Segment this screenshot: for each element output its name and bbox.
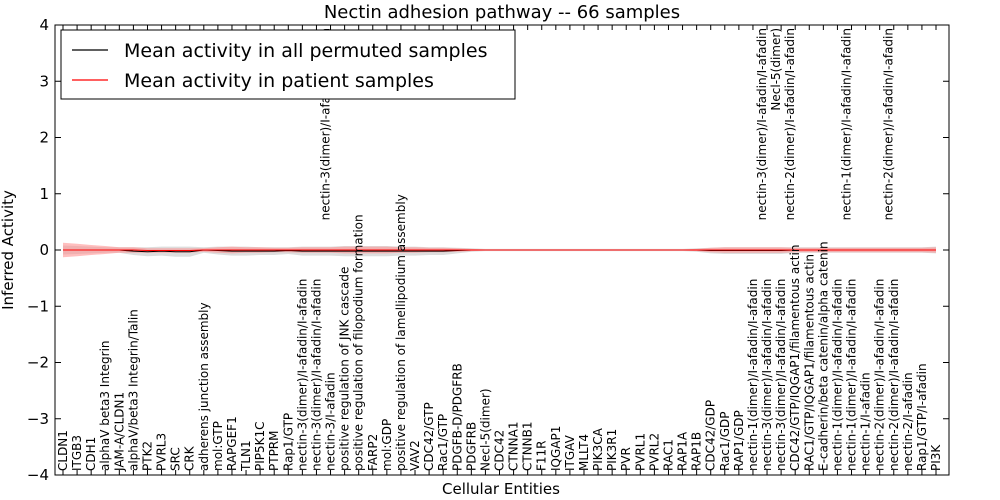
x-tick-label: nectin-3(dimer)/I-afadin/I-afadin: [309, 279, 323, 471]
x-tick-label: PDGFRB: [464, 422, 478, 471]
x-tick-label: RAP1A: [676, 431, 690, 471]
y-tick-label: 1: [39, 185, 49, 203]
series-line-1: [63, 249, 936, 252]
x-tick-label: JAM-A/CLDN1: [112, 392, 126, 472]
y-tick-label: −1: [27, 297, 49, 315]
x-tick-label: PIK3R1: [605, 429, 619, 471]
x-tick-label: nectin-2(dimer)/I-afadin/I-afadin: [873, 279, 887, 471]
x-tick-label: TLN1: [239, 440, 253, 472]
x-tick-label: nectin-1(dimer)/I-afadin/I-afadin: [830, 279, 844, 471]
x-tick-label: PDGFB-D/PDGFRB: [450, 363, 464, 471]
y-tick-label: 4: [39, 16, 49, 34]
x-tick-label: alphaV/beta3 Integrin/Talin: [126, 309, 140, 471]
plot-frame: [54, 24, 950, 476]
x-tick-label: CDC42/GDP: [704, 400, 718, 471]
y-axis-label: Inferred Activity: [0, 190, 17, 310]
x-tick-label: nectin-1(dimer)/I-afadin/I-afadin: [746, 279, 760, 471]
x-tick-label-overflow: nectin-2(dimer)/I-afadin/I-afadin: [882, 28, 896, 220]
x-tick-label: nectin-2/I-afadin: [901, 372, 915, 471]
x-tick-label: RAPGEF1: [225, 416, 239, 471]
x-tick-label: VAV2: [408, 440, 422, 471]
x-tick-label: mol:GDP: [380, 419, 394, 471]
x-tick-label: PI3K: [929, 444, 943, 471]
x-tick-label: positive regulation of filopodium format…: [352, 214, 366, 471]
y-tick-label: 0: [39, 241, 49, 259]
x-tick-label: CLDN1: [56, 430, 70, 471]
x-tick-label: CDC42: [493, 430, 507, 471]
y-tick-label: 2: [39, 129, 49, 147]
x-tick-label: PTPRM: [267, 431, 281, 472]
x-tick-label: Rac1/GDP: [718, 412, 732, 471]
x-tick-label: positive regulation of JNK cascade: [338, 267, 352, 471]
x-tick-label: ITGAV: [563, 434, 577, 471]
x-tick-label: alphaV beta3 Integrin: [98, 340, 112, 471]
x-tick-label: CDH1: [84, 437, 98, 471]
x-tick-label: CTNNB1: [521, 421, 535, 471]
x-tick-label: IQGAP1: [549, 426, 563, 471]
x-tick-label: nectin-3(dimer)/I-afadin/I-afadin: [295, 279, 309, 471]
x-tick-label: SRC: [169, 447, 183, 471]
x-tick-label: MLLT4: [577, 434, 591, 471]
x-tick-label: positive regulation of lamellipodium ass…: [394, 194, 408, 471]
x-tick-label: CDC42/GTP: [422, 402, 436, 471]
x-tick-label: nectin-2(dimer)/I-afadin/I-afadin: [887, 279, 901, 471]
x-axis-label: Cellular Entities: [442, 480, 560, 498]
x-tick-label: Rac1/GTP: [436, 414, 450, 471]
x-tick-label: RAC1: [661, 439, 675, 471]
x-tick-label: FARP2: [366, 434, 380, 471]
x-tick-label: CRK: [183, 445, 197, 471]
x-tick-label: Rap1/GTP/I-afadin: [915, 363, 929, 471]
x-tick-label: RAP1B: [690, 432, 704, 471]
x-tick-label: PVRL3: [155, 433, 169, 471]
x-tick-label: RAP1/GDP: [732, 410, 746, 471]
x-tick-label: E-cadherin/beta catenin/alpha catenin: [816, 241, 830, 471]
x-tick-label: nectin-1/I-afadin: [859, 372, 873, 471]
x-tick-label-overflow: nectin-3(dimer)/I-afadin/I-afadin: [755, 28, 769, 220]
x-tick-label: Necl-5(dimer): [478, 388, 492, 471]
x-tick-label: nectin-3/I-afadin: [324, 372, 338, 471]
x-tick-label: RAC1/GTP/IQGAP1/filamentous actin: [802, 254, 816, 471]
legend: Mean activity in all permuted samples Me…: [60, 29, 516, 100]
x-tick-label: PTK2: [140, 441, 154, 471]
x-tick-label: PIP5K1C: [253, 421, 267, 471]
x-tick-label: nectin-3(dimer)/I-afadin/I-afadin: [774, 279, 788, 471]
y-tick-label: −4: [27, 466, 49, 484]
x-tick-label: nectin-3(dimer)/I-afadin/I-afadin: [760, 279, 774, 471]
x-tick-label-overflow: nectin-1(dimer)/I-afadin/I-afadin: [839, 28, 853, 220]
x-tick-label: ITGB3: [70, 435, 84, 471]
x-tick-label: PVRL2: [647, 433, 661, 471]
x-tick-label: nectin-1(dimer)/I-afadin/I-afadin: [845, 279, 859, 471]
y-tick-label: −3: [27, 410, 49, 428]
x-tick-label: PVR: [619, 447, 633, 471]
x-tick-label-overflow: nectin-2(dimer)/I-afadin/I-afadin: [783, 28, 797, 220]
y-tick-label: −2: [27, 354, 49, 372]
chart-title: Nectin adhesion pathway -- 66 samples: [324, 2, 680, 23]
y-tick-label: 3: [39, 72, 49, 90]
x-tick-label-overflow: Necl-5(dimer): [769, 28, 783, 111]
x-tick-label: PVRL1: [633, 433, 647, 471]
x-tick-label: CTNNA1: [507, 421, 521, 471]
x-tick-label: F11R: [535, 440, 549, 471]
legend-entry-permuted: Mean activity in all permuted samples: [124, 40, 487, 62]
legend-entry-patient: Mean activity in patient samples: [124, 70, 434, 92]
legend-box: [60, 29, 516, 100]
x-tick-label: PIK3CA: [591, 427, 605, 471]
x-tick-label: adherens junction assembly: [197, 302, 211, 471]
x-tick-label: CDC42/GTP/IQGAP1/filamentous actin: [788, 245, 802, 471]
x-tick-label: Rap1/GTP: [281, 413, 295, 471]
x-tick-label: mol:GTP: [211, 421, 225, 471]
